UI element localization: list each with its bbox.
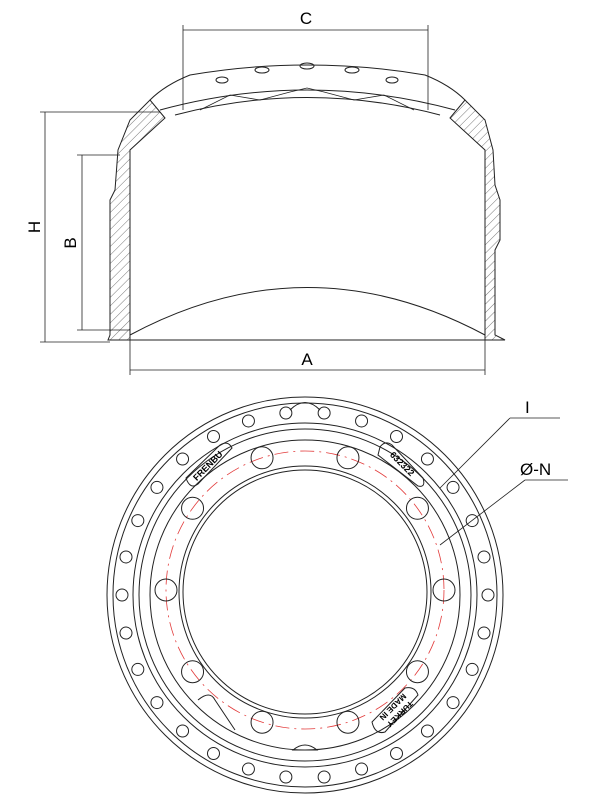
rim-notch: [465, 514, 479, 528]
brand-stamp-frame: [185, 442, 233, 487]
left-wall-section: [107, 99, 166, 341]
bolt-hole: [181, 660, 205, 684]
rim-notch: [481, 588, 495, 602]
bolt-hole: [432, 578, 456, 602]
outer-notches: [115, 406, 495, 784]
drum-opening-arc: [129, 287, 486, 336]
rim-notch: [420, 724, 434, 738]
rim-notch: [241, 762, 255, 776]
center-bore: [178, 465, 432, 719]
rim-notch: [390, 430, 403, 444]
rim-notch: [477, 626, 491, 640]
dim-h-label: H: [25, 221, 44, 233]
rim-notch: [446, 696, 460, 710]
right-wall-section: [449, 99, 506, 341]
rim-notch: [207, 746, 220, 760]
side-view: [107, 62, 506, 341]
rim-notch: [119, 626, 133, 640]
rim-notch: [131, 514, 145, 528]
rim-notch: [119, 550, 133, 564]
bolt-hole: [336, 710, 360, 734]
bolt-hole: [250, 710, 274, 734]
rim-notch: [150, 696, 164, 710]
rim-notch: [420, 452, 434, 466]
label-i: I: [525, 398, 530, 417]
bolt-hole: [250, 446, 274, 470]
bolt-holes: [154, 446, 456, 734]
number-stamp-frame: [377, 442, 425, 487]
origin-stamp-frame: [371, 687, 419, 733]
rim-notch: [241, 414, 255, 428]
bolt-hole: [405, 660, 429, 684]
flange-holes: [215, 62, 399, 84]
bolt-hole: [336, 446, 360, 470]
rim-notch: [279, 406, 293, 420]
dim-b-label: B: [61, 237, 80, 248]
rim-notch: [355, 414, 369, 428]
rim-notch: [355, 762, 369, 776]
rim-notch: [115, 588, 129, 602]
rim-notch: [477, 550, 491, 564]
rim-notch: [176, 452, 190, 466]
top-flange: [149, 64, 466, 101]
dimensions: [40, 25, 486, 375]
rim-notch: [317, 406, 331, 420]
bolt-hole: [405, 496, 429, 520]
rim-notch: [279, 770, 293, 784]
rim-notch: [446, 480, 460, 494]
rim-notch: [207, 430, 220, 444]
bolt-hole: [154, 578, 178, 602]
pitch-circle: [165, 450, 445, 730]
rim-notch: [131, 662, 145, 676]
rim-notch: [176, 724, 190, 738]
bolt-hole: [181, 496, 205, 520]
dim-a-label: A: [301, 350, 313, 369]
rim-notch: [317, 770, 331, 784]
label-n: Ø-N: [520, 460, 551, 479]
front-view: [106, 396, 568, 794]
rim-notch: [465, 662, 479, 676]
outer-rim: [106, 396, 504, 794]
rim-notch: [150, 480, 164, 494]
dim-c-label: C: [300, 9, 312, 28]
rim-notch: [390, 746, 403, 760]
